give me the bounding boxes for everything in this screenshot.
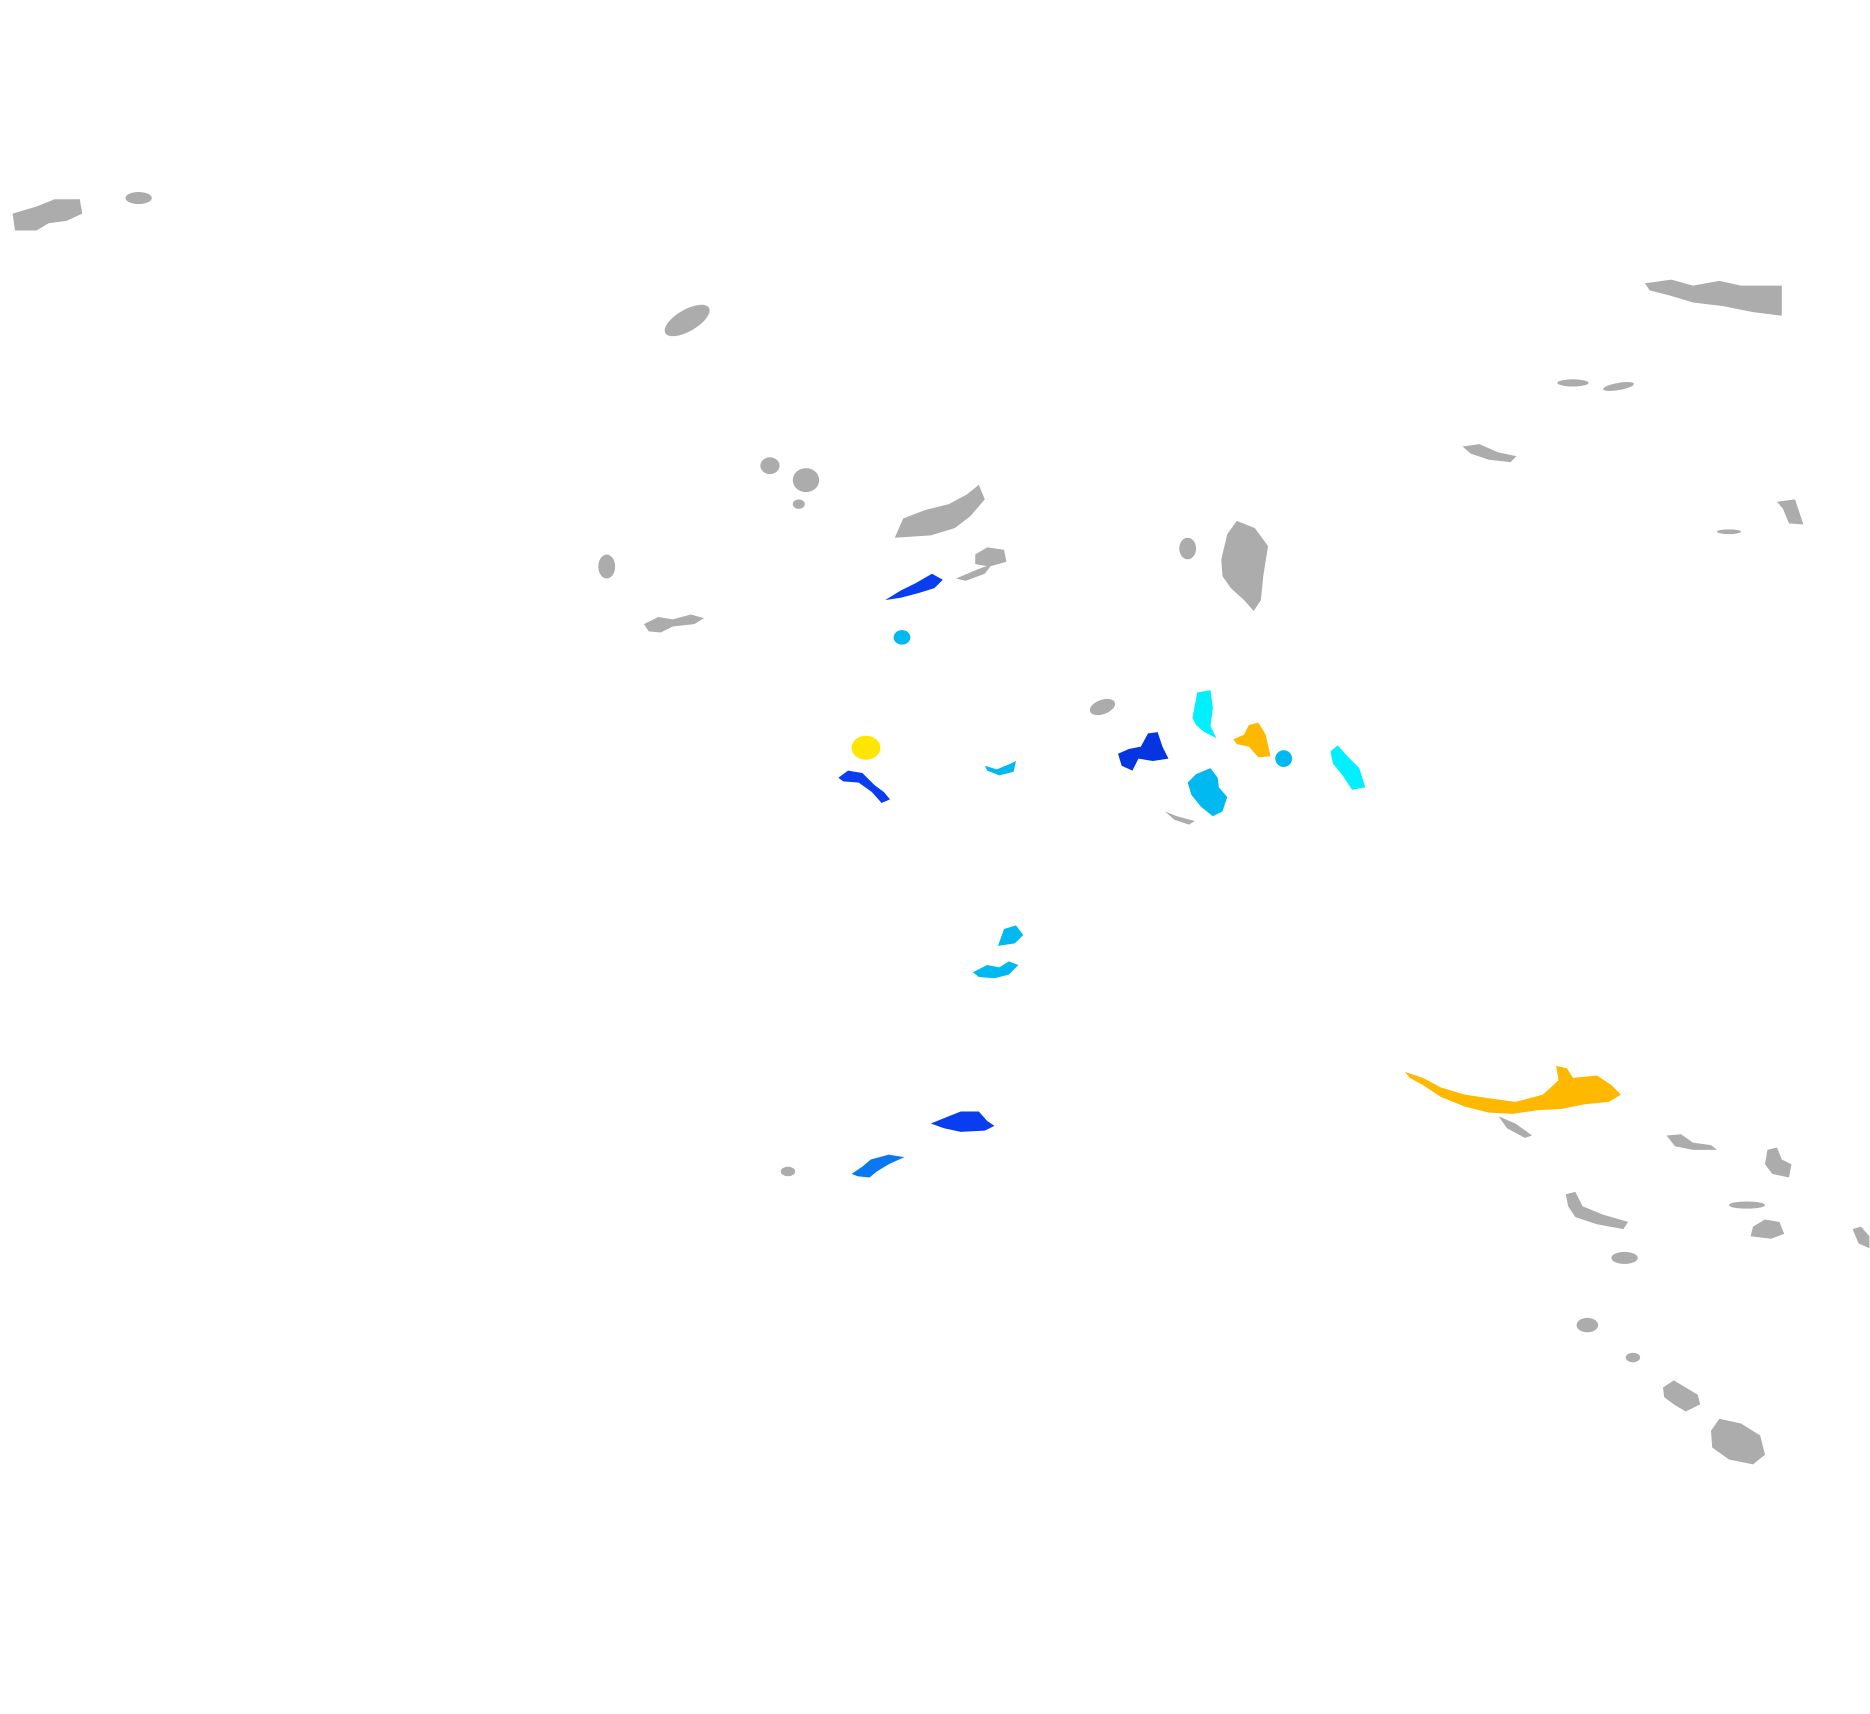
island-neutral [1750,1219,1785,1239]
island-neutral [760,457,780,475]
island-neutral [1603,382,1634,391]
island-neutral [1644,279,1782,316]
island-yellow [851,735,881,760]
highlighted-islands [838,573,1621,1178]
island-neutral [1611,1251,1638,1264]
island-dark_blue [1118,732,1169,771]
island-sky [893,630,911,645]
island-neutral [643,614,704,633]
island-neutral [1498,1116,1533,1138]
island-neutral [1089,698,1116,716]
island-neutral [664,304,710,337]
island-neutral [1764,1147,1792,1178]
island-neutral [1662,1380,1701,1412]
island-neutral [1728,1201,1765,1209]
island-mid_blue [851,1154,905,1178]
island-neutral [1666,1134,1717,1150]
island-neutral [1576,1317,1599,1333]
island-neutral [1164,811,1195,825]
neutral-islands [12,192,1870,1465]
island-neutral [894,484,985,538]
island-neutral [125,192,152,205]
island-cyan [1192,690,1217,739]
island-neutral [1710,1418,1765,1465]
island-neutral [1221,520,1269,611]
island-blue [885,573,943,601]
island-neutral [1776,499,1804,525]
island-sky [998,925,1024,946]
island-neutral [1565,1191,1629,1230]
island-sky [1187,768,1228,817]
island-neutral [1179,537,1197,560]
island-blue [930,1111,995,1132]
island-neutral [1852,1226,1870,1249]
island-orange [1404,1065,1621,1114]
island-neutral [1625,1352,1641,1363]
island-neutral [956,564,993,581]
island-neutral [1462,444,1517,463]
island-blue [838,770,890,803]
island-neutral [12,199,83,231]
island-sky [1275,750,1293,767]
island-neutral [1716,529,1741,535]
island-neutral [792,499,805,509]
island-sky [972,961,1019,979]
island-neutral [1557,379,1589,387]
island-neutral [975,547,1007,567]
island-neutral [598,554,616,579]
island-orange [1233,722,1271,758]
island-neutral [780,1166,796,1177]
island-sky [984,760,1017,776]
island-cyan [1330,745,1366,790]
island-neutral [792,468,820,493]
